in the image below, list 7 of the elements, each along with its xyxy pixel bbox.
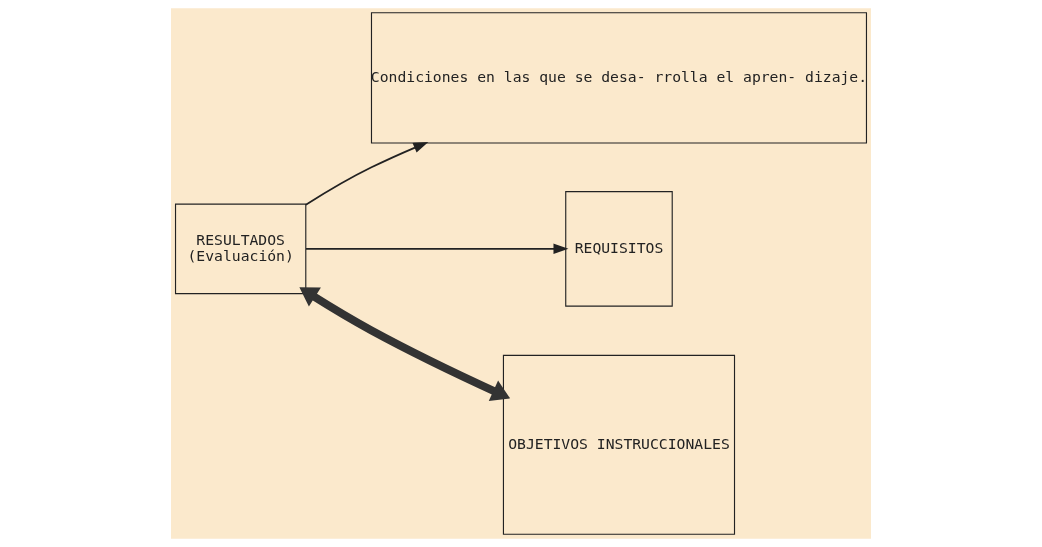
arrow xyxy=(299,287,511,401)
node-box: RESULTADOS (Evaluación) xyxy=(174,203,307,295)
node-box: Condiciones en las que se desa- rrolla el apren- dizaje. xyxy=(370,12,868,144)
node-box: OBJETIVOS INSTRUCCIONALES xyxy=(502,354,736,535)
node-box: REQUISITOS xyxy=(565,191,673,307)
arrow xyxy=(304,141,429,206)
arrow xyxy=(305,243,569,255)
